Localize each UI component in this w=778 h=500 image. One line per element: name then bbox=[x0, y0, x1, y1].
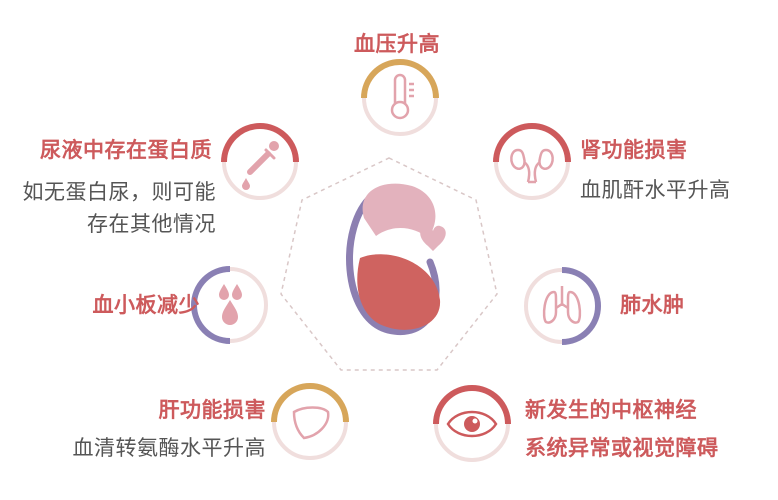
platelet-title: 血小板减少 bbox=[92, 293, 200, 317]
thermometer-icon bbox=[390, 73, 414, 120]
kidney-icon bbox=[510, 148, 554, 184]
heart-shape bbox=[420, 225, 446, 251]
blood-pressure-title: 血压升高 bbox=[354, 32, 440, 56]
dropper-icon bbox=[242, 141, 279, 190]
urine-desc-line1: 如无蛋白尿，则可能 bbox=[22, 180, 216, 204]
blood-drops-icon bbox=[219, 284, 242, 325]
lung-title: 肺水肿 bbox=[620, 293, 685, 317]
urine-title: 尿液中存在蛋白质 bbox=[40, 138, 212, 162]
kidney-desc: 血肌酐水平升高 bbox=[580, 178, 731, 202]
eye-desc: 系统异常或视觉障碍 bbox=[525, 436, 719, 460]
eye-icon bbox=[446, 410, 498, 438]
ring-eye bbox=[433, 385, 511, 462]
ring-liver bbox=[271, 383, 349, 460]
liver-desc: 血清转氨酶水平升高 bbox=[72, 436, 266, 460]
head-shape bbox=[362, 183, 436, 238]
dashed-heptagon bbox=[280, 157, 498, 371]
lungs-icon bbox=[542, 286, 582, 324]
ring-platelet bbox=[191, 266, 268, 344]
kidney-title: 肾功能损害 bbox=[580, 138, 688, 162]
ring-lung bbox=[524, 267, 601, 345]
ring-kidney bbox=[493, 123, 571, 200]
liver-title: 肝功能损害 bbox=[158, 398, 266, 422]
liver-icon bbox=[292, 406, 330, 440]
ring-urine bbox=[221, 123, 299, 200]
ring-blood-pressure bbox=[361, 59, 439, 136]
eye-title: 新发生的中枢神经 bbox=[525, 398, 697, 422]
belly-shape bbox=[357, 254, 441, 330]
urine-desc-line2: 存在其他情况 bbox=[87, 212, 216, 236]
pregnant-woman-icon bbox=[346, 183, 446, 335]
